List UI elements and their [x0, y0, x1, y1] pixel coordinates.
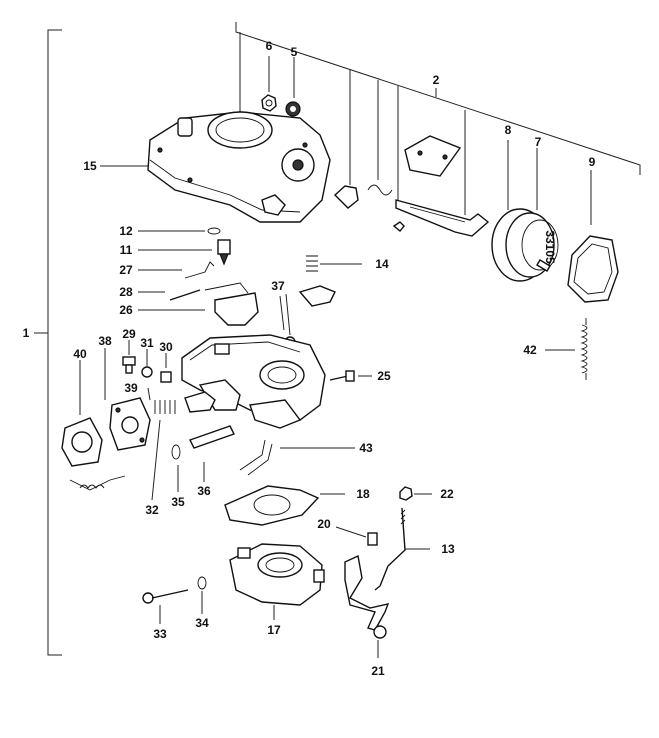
label-30: 30 [159, 340, 173, 354]
label-40: 40 [73, 347, 87, 361]
label-29: 29 [122, 327, 136, 341]
pin-28 [138, 289, 201, 301]
label-6: 6 [266, 39, 273, 53]
spring-14 [306, 255, 362, 272]
label-26: 26 [119, 303, 133, 317]
upper-body-15 [147, 111, 331, 223]
label-28: 28 [119, 285, 133, 299]
label-12: 12 [119, 224, 133, 238]
label-8: 8 [505, 123, 512, 137]
nut-22 [399, 486, 432, 501]
label-5: 5 [291, 45, 298, 59]
gasket-2 [404, 135, 462, 177]
leader-lines [100, 165, 285, 331]
callout-labels: 1 2 6 5 8 7 9 15 12 11 14 27 37 28 26 29… [23, 39, 596, 678]
label-34: 34 [195, 616, 209, 630]
screw-20 [335, 526, 378, 546]
label-13: 13 [441, 542, 455, 556]
washer-5 [285, 57, 301, 117]
shaft-lever [395, 199, 490, 237]
label-31: 31 [140, 336, 154, 350]
label-36: 36 [197, 484, 211, 498]
label-27: 27 [119, 263, 133, 277]
lever-21 [344, 554, 390, 658]
label-25: 25 [377, 369, 391, 383]
vacuum-unit-8: 33105 [491, 140, 559, 282]
ring-35 [171, 444, 181, 492]
lower-body-17 [229, 543, 325, 620]
screw-29 [122, 340, 136, 374]
label-14: 14 [375, 257, 389, 271]
valve-11 [138, 239, 231, 266]
label-21: 21 [371, 664, 385, 678]
label-9: 9 [589, 155, 596, 169]
ring-12 [138, 227, 221, 235]
label-17: 17 [267, 623, 281, 637]
nut-6 [261, 56, 277, 112]
cover-38 [104, 348, 151, 451]
label-42: 42 [523, 343, 537, 357]
jet-32 [151, 391, 216, 501]
lever-spring-parts [333, 184, 405, 232]
label-18: 18 [356, 487, 370, 501]
label-37: 37 [271, 279, 285, 293]
label-33: 33 [153, 627, 167, 641]
label-2: 2 [433, 73, 440, 87]
lever-13 [374, 507, 430, 591]
part-37 [284, 285, 336, 348]
screw-33 [142, 589, 189, 624]
gasket-9 [567, 170, 619, 303]
clip-27 [138, 261, 215, 279]
label-38: 38 [98, 334, 112, 348]
screw-25 [329, 370, 372, 382]
label-11: 11 [120, 243, 133, 257]
label-35: 35 [171, 495, 185, 509]
hose-43 [239, 439, 355, 476]
label-20: 20 [317, 517, 331, 531]
label-22: 22 [440, 487, 454, 501]
screw-36 [189, 425, 235, 482]
gasket-18 [224, 485, 345, 526]
diaphragm-40 [61, 360, 126, 491]
label-43: 43 [359, 441, 373, 455]
label-32: 32 [145, 503, 159, 517]
bracket-1 [34, 29, 62, 656]
spring-42 [545, 318, 588, 380]
screw-30 [160, 353, 172, 383]
bracket-2 [235, 22, 641, 215]
label-1: 1 [23, 326, 30, 340]
label-7: 7 [535, 135, 542, 149]
float-26 [138, 282, 259, 326]
main-body [181, 334, 326, 429]
ring-34 [197, 576, 207, 614]
washer-31 [141, 349, 153, 378]
label-15: 15 [83, 159, 97, 173]
spring-39 [147, 387, 176, 414]
label-39: 39 [124, 381, 138, 395]
vacuum-stamp: 33105 [543, 230, 557, 264]
